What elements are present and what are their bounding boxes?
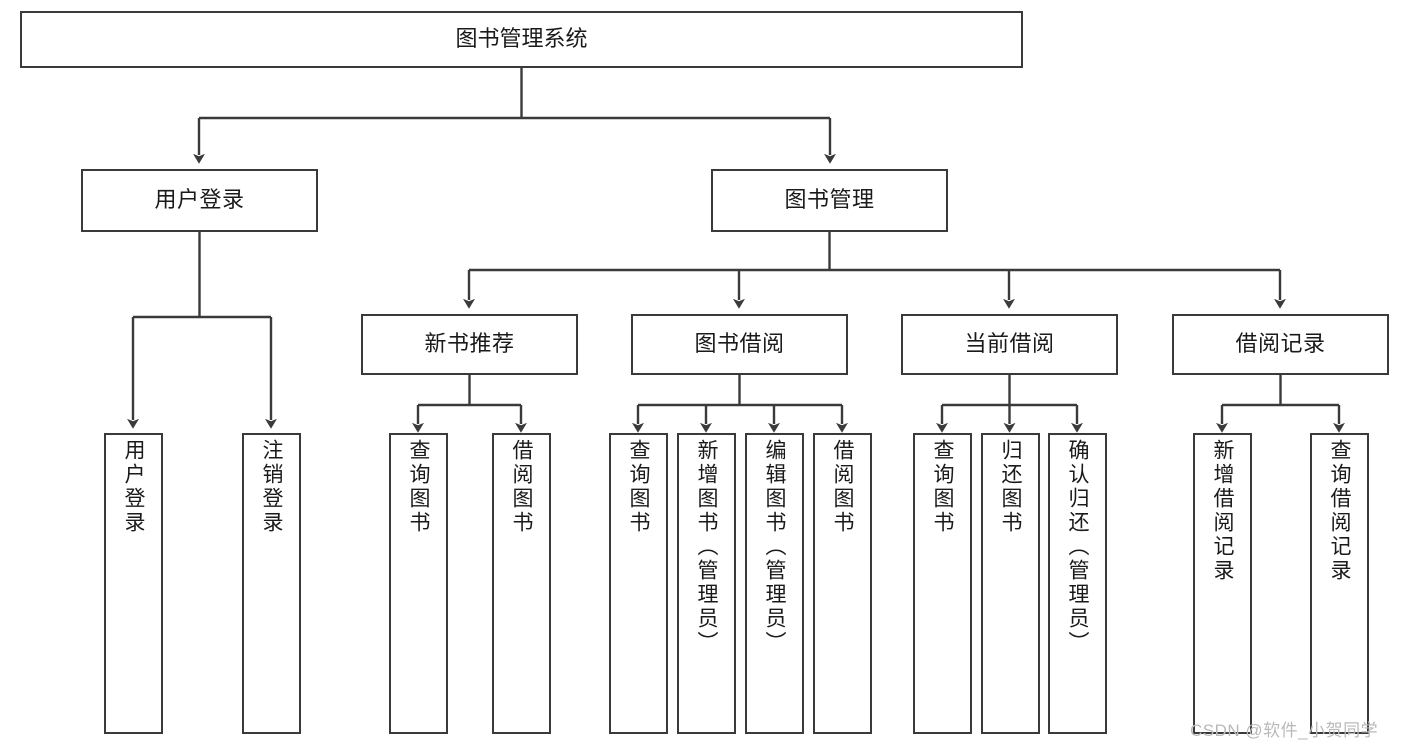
node-current-borrow-label: 当前借阅 — [964, 331, 1055, 357]
node-leaf-query-record-label: 查询借阅记录 — [1328, 439, 1352, 583]
node-book-borrow[interactable]: 图书借阅 — [631, 314, 848, 375]
node-leaf-borrow-book-b-label: 借阅图书 — [831, 439, 855, 535]
node-leaf-query-book-b-label: 查询图书 — [627, 439, 651, 535]
node-new-book-recommend[interactable]: 新书推荐 — [361, 314, 578, 375]
node-book-manage[interactable]: 图书管理 — [711, 169, 948, 232]
node-leaf-add-record-label: 新增借阅记录 — [1211, 439, 1235, 583]
node-book-manage-label: 图书管理 — [784, 187, 875, 213]
node-user-login-label: 用户登录 — [154, 187, 245, 213]
node-leaf-return-book[interactable]: 归还图书 — [981, 433, 1040, 734]
node-leaf-return-book-label: 归还图书 — [999, 439, 1023, 535]
node-leaf-user-login[interactable]: 用户登录 — [104, 433, 163, 734]
node-leaf-confirm-return[interactable]: 确认归还（管理员） — [1048, 433, 1107, 734]
node-leaf-logout[interactable]: 注销登录 — [242, 433, 301, 734]
node-leaf-edit-book[interactable]: 编辑图书（管理员） — [745, 433, 804, 734]
node-root-label: 图书管理系统 — [455, 26, 588, 52]
node-leaf-add-book[interactable]: 新增图书（管理员） — [677, 433, 736, 734]
node-leaf-borrow-book-b[interactable]: 借阅图书 — [813, 433, 872, 734]
node-leaf-user-login-label: 用户登录 — [122, 439, 146, 535]
node-new-book-recommend-label: 新书推荐 — [424, 331, 515, 357]
node-leaf-add-book-label: 新增图书（管理员） — [695, 439, 719, 655]
node-leaf-query-record[interactable]: 查询借阅记录 — [1310, 433, 1369, 734]
node-root[interactable]: 图书管理系统 — [20, 11, 1023, 68]
node-leaf-query-book-b[interactable]: 查询图书 — [609, 433, 668, 734]
node-user-login[interactable]: 用户登录 — [81, 169, 318, 232]
node-leaf-query-book-c-label: 查询图书 — [931, 439, 955, 535]
node-borrow-record-label: 借阅记录 — [1235, 331, 1326, 357]
node-leaf-borrow-book-a-label: 借阅图书 — [510, 439, 534, 535]
node-leaf-logout-label: 注销登录 — [260, 439, 284, 535]
node-leaf-confirm-return-label: 确认归还（管理员） — [1066, 439, 1090, 655]
node-book-borrow-label: 图书借阅 — [694, 331, 785, 357]
node-leaf-add-record[interactable]: 新增借阅记录 — [1193, 433, 1252, 734]
node-leaf-query-book-a[interactable]: 查询图书 — [389, 433, 448, 734]
node-leaf-query-book-a-label: 查询图书 — [407, 439, 431, 535]
node-current-borrow[interactable]: 当前借阅 — [901, 314, 1118, 375]
csdn-watermark: CSDN @软件_小贺同学 — [1190, 721, 1379, 740]
node-leaf-query-book-c[interactable]: 查询图书 — [913, 433, 972, 734]
node-leaf-borrow-book-a[interactable]: 借阅图书 — [492, 433, 551, 734]
node-leaf-edit-book-label: 编辑图书（管理员） — [763, 439, 787, 655]
node-borrow-record[interactable]: 借阅记录 — [1172, 314, 1389, 375]
